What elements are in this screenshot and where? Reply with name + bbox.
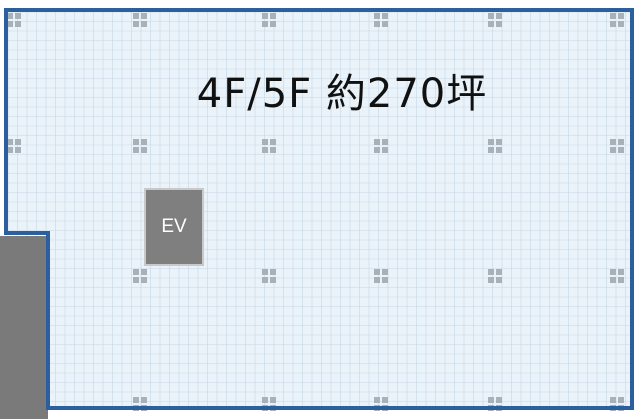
column-marker — [133, 269, 147, 283]
column-marker — [262, 139, 276, 153]
floor-area — [6, 10, 632, 408]
floor-grid — [7, 11, 630, 406]
elevator: EV — [144, 188, 204, 266]
column-marker — [488, 13, 502, 27]
column-marker — [610, 13, 624, 27]
column-marker — [7, 13, 21, 27]
column-marker — [7, 139, 21, 153]
column-marker — [610, 139, 624, 153]
elevator-label: EV — [161, 216, 187, 237]
column-marker — [133, 13, 147, 27]
column-marker — [133, 139, 147, 153]
core-block — [0, 236, 48, 419]
column-marker — [374, 269, 388, 283]
column-marker — [374, 139, 388, 153]
exterior-wall — [4, 8, 634, 410]
column-marker — [262, 269, 276, 283]
floor-title: 4F/5F 約270坪 — [196, 71, 488, 117]
column-marker — [610, 269, 624, 283]
column-marker — [262, 13, 276, 27]
column-marker — [374, 13, 388, 27]
floor-fill — [6, 10, 632, 408]
column-marker — [488, 139, 502, 153]
column-marker — [488, 269, 502, 283]
